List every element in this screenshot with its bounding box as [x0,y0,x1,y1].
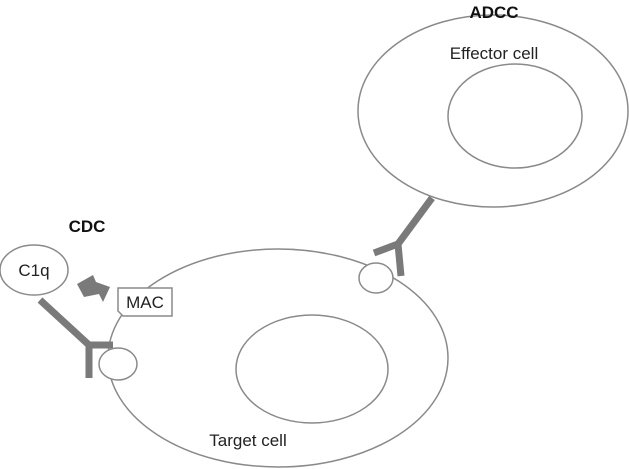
adcc-antibody-arms [372,239,405,277]
cdc-heading: CDC [69,217,106,236]
target-cell-label: Target cell [209,431,286,450]
effector-cell-label: Effector cell [450,44,539,63]
c1q-label: C1q [18,261,49,280]
c1q-to-mac-arrow [77,275,110,302]
cdc-antibody-stem [37,297,92,348]
effector-cell-nucleus [447,63,583,169]
effector-cell-membrane [357,14,629,208]
target-antigen-right [358,262,394,294]
effector-cell [357,14,629,208]
mac-label: MAC [126,293,164,312]
target-antigen-left [98,347,138,381]
adcc-antibody-stem [395,195,435,247]
mac-box [117,287,173,317]
cdc-antibody [37,297,113,378]
c1q-molecule [0,244,69,296]
adcc-antibody [372,195,435,277]
cdc-antibody-arms [85,341,113,378]
adcc-heading: ADCC [469,3,518,22]
target-cell-nucleus [235,314,389,424]
